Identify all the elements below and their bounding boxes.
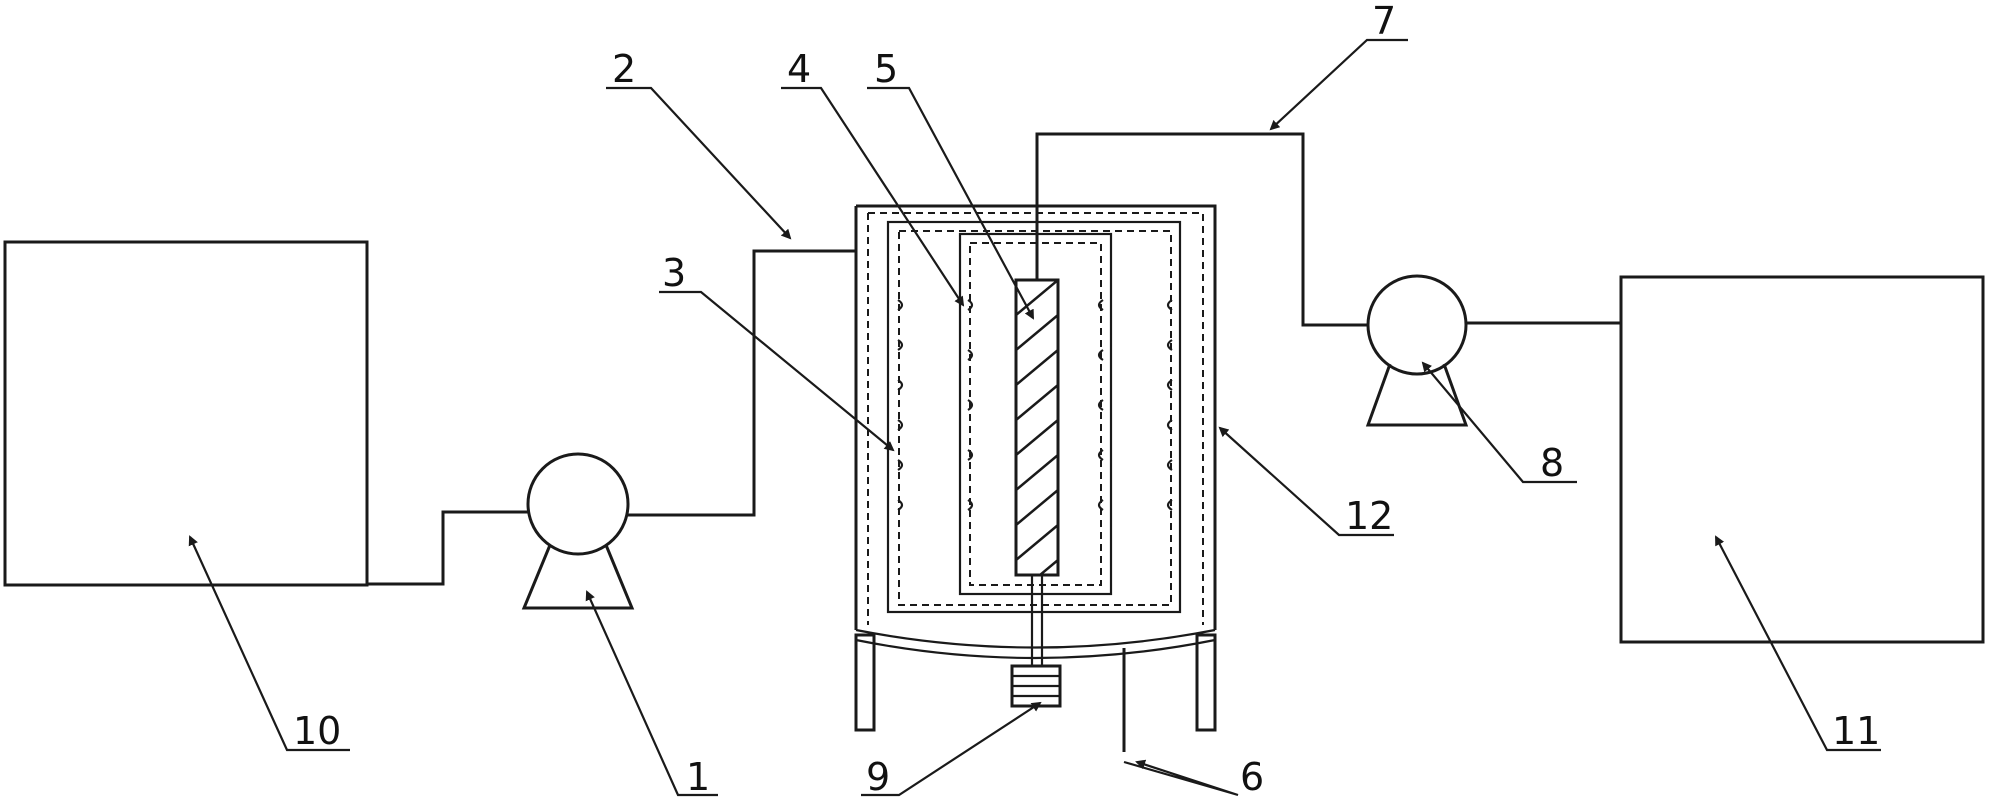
label-4: 4 (787, 47, 811, 91)
outlet-pipe-electrode-to-pump8 (1035, 132, 1368, 327)
label-11: 11 (1832, 709, 1880, 753)
leader-lines (188, 38, 1881, 797)
right-tank (1619, 275, 1985, 644)
label-9: 9 (866, 755, 890, 799)
inlet-pipe-pump1-to-reactor (628, 249, 856, 517)
label-8: 8 (1540, 441, 1564, 485)
pipe-tank10-to-pump1 (367, 510, 528, 586)
label-6: 6 (1240, 755, 1264, 799)
electrode-rod (1014, 278, 1060, 577)
label-7: 7 (1372, 0, 1396, 43)
inner-membrane-chamber (958, 232, 1113, 596)
left-tank (3, 240, 369, 587)
reactor-vessel (854, 204, 1217, 732)
right-pump (1365, 274, 1469, 427)
label-3: 3 (662, 251, 686, 295)
label-10: 10 (293, 709, 341, 753)
left-pump (521, 452, 635, 610)
label-12: 12 (1345, 494, 1393, 538)
label-1: 1 (686, 755, 710, 799)
label-5: 5 (874, 47, 898, 91)
outer-chamber (886, 220, 1182, 614)
label-2: 2 (612, 47, 636, 91)
